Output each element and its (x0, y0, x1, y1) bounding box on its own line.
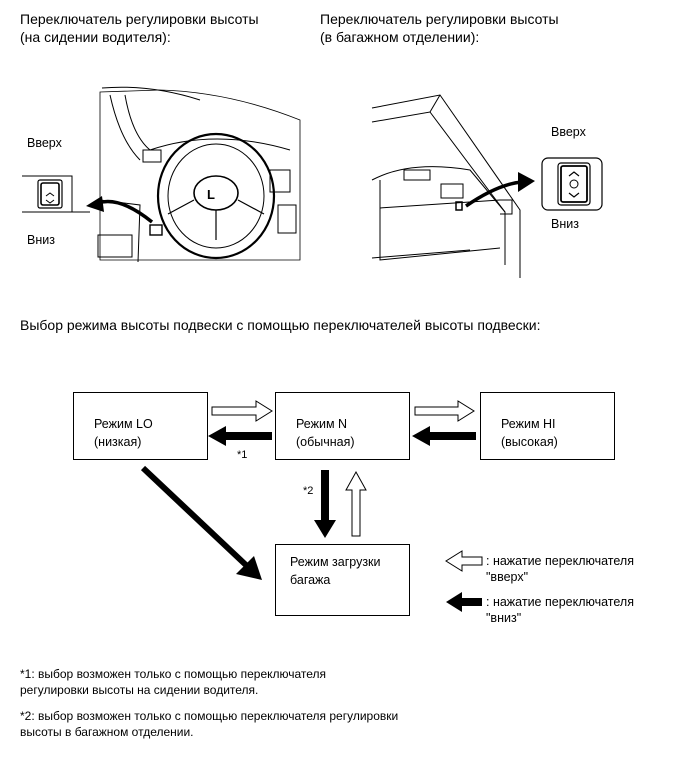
luggage-down-label: Вниз (551, 217, 579, 231)
star2-mark: *2 (303, 485, 314, 497)
mode-lo-box: Режим LO (низкая) (73, 392, 208, 460)
arrow-n-to-luggage-down (314, 470, 336, 538)
legend-down-text: : нажатие переключателя "вниз" (486, 595, 634, 625)
mode-n-label: Режим N (обычная) (296, 417, 355, 449)
legend-down-arrow (446, 592, 482, 612)
mode-luggage-label: Режим загрузки багажа (290, 555, 381, 587)
luggage-switch-header: Переключатель регулировки высоты (в бага… (320, 11, 559, 45)
arrow-n-to-lo-down (208, 426, 272, 446)
luggage-compartment-illustration (371, 94, 603, 278)
luggage-up-label: Вверх (551, 125, 586, 139)
mode-hi-box: Режим HI (высокая) (480, 392, 615, 460)
switch-location-illustrations: L (22, 86, 603, 278)
driver-switch-header: Переключатель регулировки высоты (на сид… (20, 11, 259, 45)
mode-hi-label: Режим HI (высокая) (501, 417, 558, 449)
arrow-luggage-to-n-up (345, 470, 367, 537)
star1-mark: *1 (237, 449, 248, 461)
legend-up-arrow (445, 550, 483, 572)
mode-n-box: Режим N (обычная) (275, 392, 410, 460)
driver-cabin-illustration: L (22, 86, 301, 263)
arrow-n-to-hi-up (414, 400, 475, 422)
footnote-1: *1: выбор возможен только с помощью пере… (20, 667, 327, 697)
driver-up-label: Вверх (27, 136, 62, 150)
mode-section-title: Выбор режима высоты подвески с помощью п… (20, 317, 541, 333)
mode-luggage-box: Режим загрузки багажа (275, 544, 410, 616)
mode-lo-label: Режим LO (низкая) (94, 417, 153, 449)
arrow-lo-to-n-up (211, 400, 273, 422)
arrow-lo-to-luggage-down (140, 465, 262, 580)
footnote-2: *2: выбор возможен только с помощью пере… (20, 709, 399, 739)
driver-down-label: Вниз (27, 233, 55, 247)
legend-up-text: : нажатие переключателя "вверх" (486, 554, 634, 584)
arrow-hi-to-n-down (412, 426, 476, 446)
svg-text:L: L (207, 187, 215, 202)
